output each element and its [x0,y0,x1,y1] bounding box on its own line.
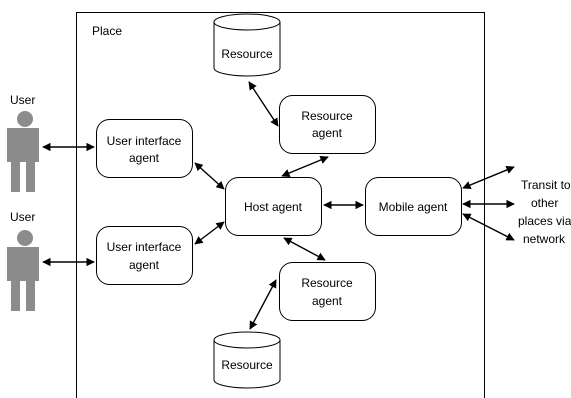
resource-agent-top-line1: Resource [301,109,353,123]
ui-agent-bottom-line2: agent [129,258,160,272]
edge-mobile-to-network-up [462,165,515,190]
edge-resource-agent-bottom-to-resource-bottom [249,279,277,330]
host-agent-label: Host agent [244,200,303,214]
edge-ui-agent-top-to-host [194,162,225,190]
ui-agent-top-line2: agent [129,151,160,165]
user-top-label: User [10,93,35,107]
resource-agent-bottom-line2: agent [312,294,343,308]
ui-agent-bottom-line1: User interface [107,240,182,254]
place-label: Place [92,24,122,38]
transit-line3: places via [518,214,571,228]
user-bottom-label: User [10,210,35,224]
transit-line2: other [531,196,558,210]
edge-mobile-to-network-down [462,213,515,241]
resource-agent-bottom: Resource agent [279,262,376,321]
mobile-agent: Mobile agent [365,177,462,236]
resource-top-database: Resource [213,13,281,77]
resource-top-label: Resource [221,47,273,61]
user-interface-agent-top: User interface agent [96,119,193,178]
resource-agent-top-line2: agent [312,126,343,140]
transit-line4: network [523,232,566,246]
host-agent: Host agent [225,177,322,236]
resource-agent-top: Resource agent [279,95,376,154]
edge-resource-agent-top-to-host [281,156,329,177]
edge-resource-top-to-resource-agent-top [248,81,279,127]
transit-line1: Transit to [521,178,571,192]
edge-ui-agent-bottom-to-host [194,221,225,245]
user-figure-top: User [7,93,39,192]
user-interface-agent-bottom: User interface agent [96,226,193,285]
transit-note: Transit to other places via network [518,178,571,246]
mobile-agent-label: Mobile agent [379,200,448,214]
resource-bottom-database: Resource [213,331,281,389]
edge-host-to-resource-agent-bottom [283,237,326,261]
connectors [42,81,515,330]
ui-agent-top-line1: User interface [107,134,182,148]
resource-agent-bottom-line1: Resource [301,276,353,290]
resource-bottom-label: Resource [221,358,273,372]
user-figure-bottom: User [7,210,39,311]
